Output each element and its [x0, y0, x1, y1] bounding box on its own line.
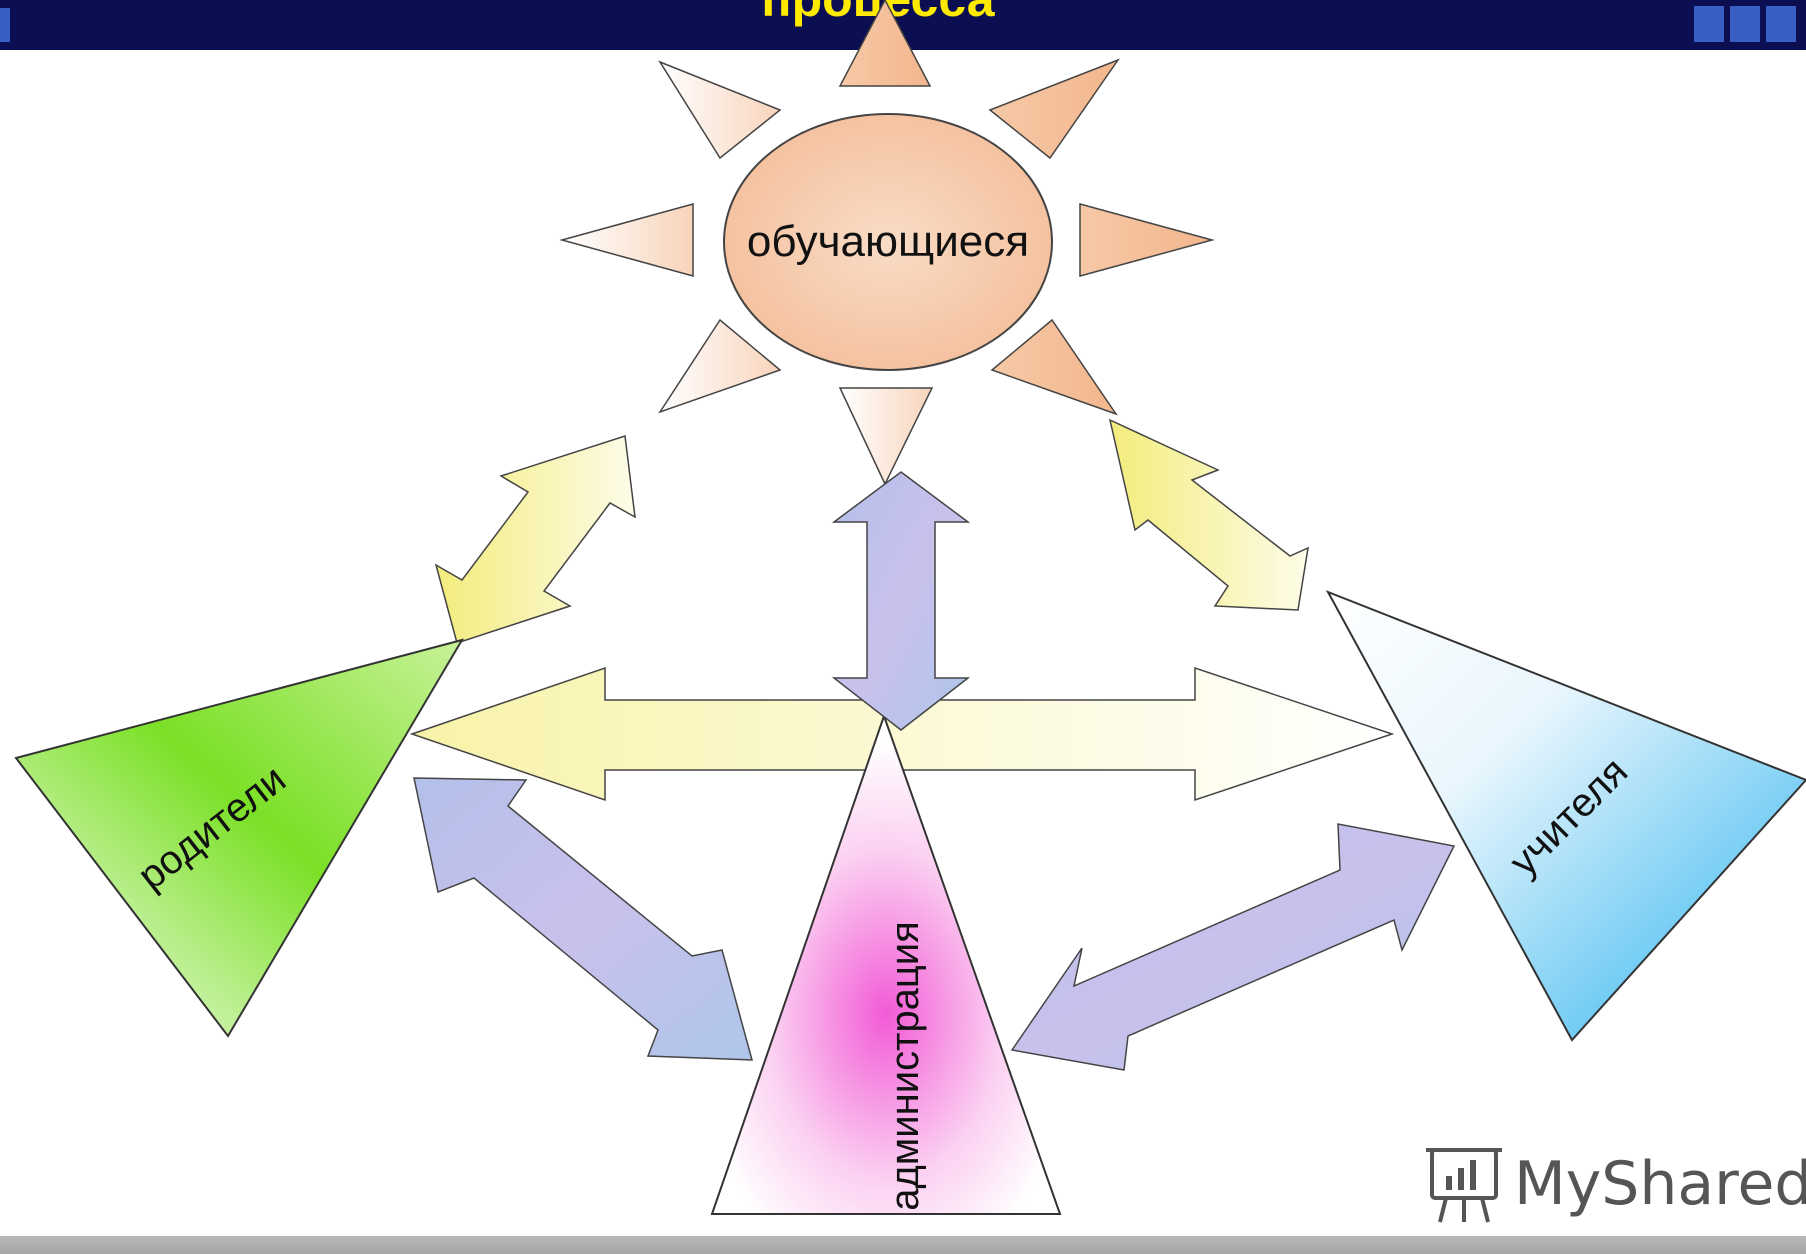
arrow-sun-teachers	[1108, 418, 1309, 611]
watermark: MyShared	[1426, 1148, 1806, 1223]
presentation-board-icon	[1426, 1148, 1502, 1223]
parents-triangle	[14, 638, 465, 1038]
administration-triangle	[710, 712, 1062, 1215]
arrow-parents-administration	[413, 777, 753, 1061]
sun-ray-top-right	[988, 58, 1121, 160]
students-label: обучающиеся	[747, 217, 1029, 266]
students-sun	[723, 113, 1053, 371]
teachers-triangle	[1325, 590, 1806, 1042]
sun-ray-left	[559, 203, 694, 277]
arrow-parents-teachers	[409, 666, 1395, 802]
arrow-teachers-administration	[1010, 823, 1456, 1071]
sun-ray-bottom-left	[658, 318, 782, 414]
watermark-text: MyShared	[1514, 1149, 1806, 1219]
sun-ray-bottom-right	[990, 318, 1118, 416]
sun-ray-top-left	[658, 60, 782, 160]
sun-ray-bottom	[838, 387, 934, 486]
arrow-sun-parents	[434, 435, 636, 644]
administration-label: администрация	[883, 921, 927, 1211]
sun-rays	[559, 0, 1215, 486]
header-left-marker	[0, 8, 10, 42]
header-squares-icon	[1694, 6, 1796, 42]
slide-footer-bar	[0, 1236, 1806, 1254]
arrow-students-administration	[831, 471, 971, 731]
sun-ray-top	[838, 0, 932, 87]
sun-ray-right	[1079, 203, 1215, 277]
